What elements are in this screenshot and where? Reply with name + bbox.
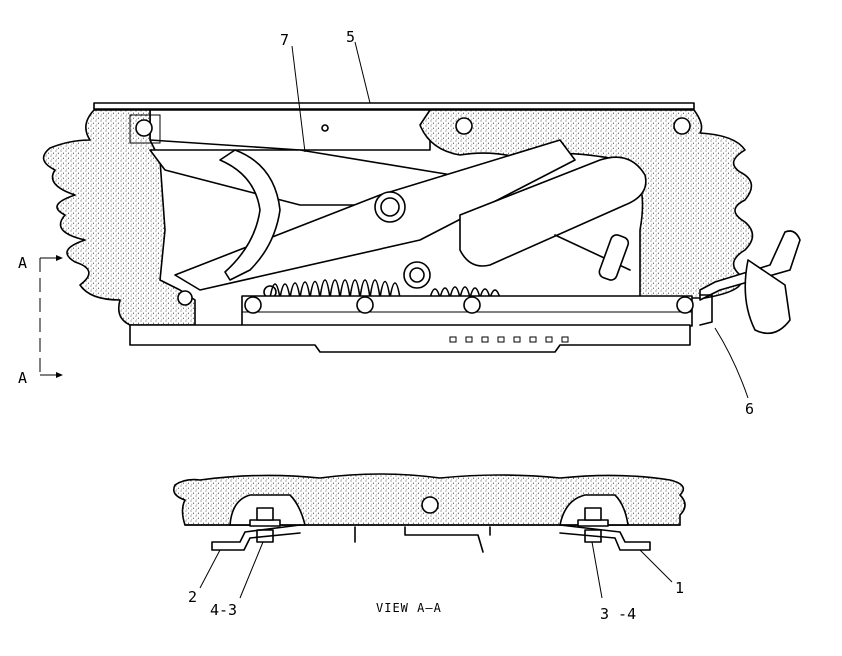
right-bolt-head <box>584 507 602 521</box>
callout-2: 2 <box>188 588 197 606</box>
section-indicator: A A <box>18 254 63 387</box>
right-rail-foot <box>559 524 651 551</box>
section-label-top: A <box>18 254 27 272</box>
left-lower-bolt <box>177 290 193 306</box>
rail-bolt-2 <box>356 296 374 314</box>
left-rail-foot <box>211 524 301 551</box>
left-foam-cushion <box>42 109 196 326</box>
upper-frame <box>149 109 431 151</box>
callout-leaders-main <box>291 41 749 399</box>
right-foam-bolt-1 <box>455 117 473 135</box>
callout-3-4: 3 -4 <box>600 605 636 623</box>
callout-1: 1 <box>675 579 684 597</box>
center-pivot-inner <box>380 197 400 217</box>
spring-pivot-inner <box>409 267 425 283</box>
center-clip <box>404 526 484 553</box>
section-view-a-a <box>172 473 686 553</box>
section-center-bolt <box>421 496 439 514</box>
right-foam-bolt-2 <box>673 117 691 135</box>
base-slide <box>129 324 691 353</box>
shock-absorber <box>459 156 647 267</box>
section-label-bottom: A <box>18 369 27 387</box>
left-washer <box>249 519 281 527</box>
view-caption: VIEW A—A <box>376 601 442 615</box>
rail-bolt-4 <box>676 296 694 314</box>
frame-pin <box>321 124 329 132</box>
left-foam-bracket <box>129 114 161 144</box>
callout-4-3: 4-3 <box>210 601 237 619</box>
left-bolt-head <box>256 507 274 521</box>
rail-bolt-1 <box>244 296 262 314</box>
callout-5: 5 <box>346 28 355 46</box>
seat-assembly-side-view <box>42 102 801 353</box>
slide-notches <box>449 336 569 343</box>
curved-link <box>219 149 281 281</box>
rail-bolt-3 <box>463 296 481 314</box>
callout-7: 7 <box>280 31 289 49</box>
lever-hook <box>699 294 713 326</box>
lever-handle <box>744 259 791 335</box>
callout-leaders-section <box>199 541 673 599</box>
right-washer <box>577 519 609 527</box>
top-cover-plate <box>93 102 695 110</box>
left-foam-bolt <box>135 119 153 137</box>
shock-end <box>598 234 630 281</box>
callout-6: 6 <box>745 400 754 418</box>
